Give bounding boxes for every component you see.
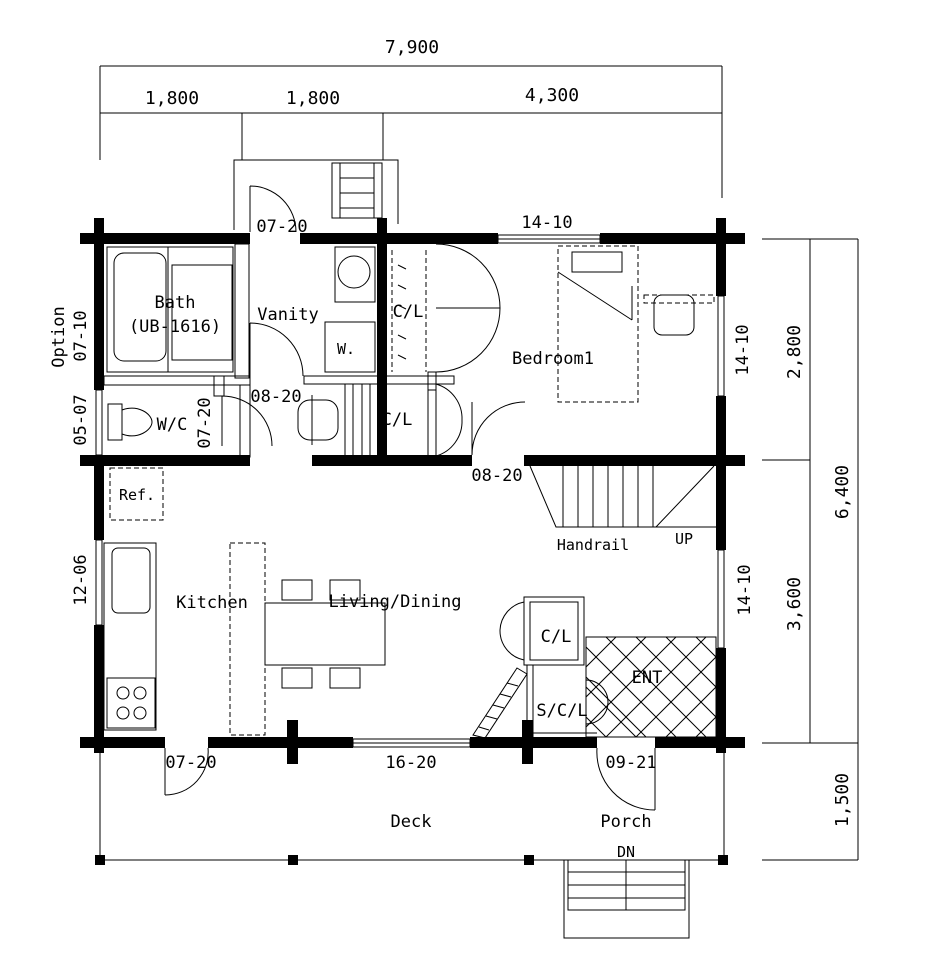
porch-label: Porch bbox=[600, 812, 651, 832]
entrance-door-code: 09-21 bbox=[605, 753, 656, 773]
segment-2-dimension: 1,800 bbox=[286, 88, 340, 109]
deck bbox=[95, 748, 728, 939]
fixtures bbox=[103, 245, 715, 736]
vanity-label: Vanity bbox=[257, 305, 318, 325]
stairs-down-label: DN bbox=[617, 843, 635, 861]
deck-depth-dimension: 1,500 bbox=[832, 773, 853, 827]
wc-label: W/C bbox=[157, 415, 188, 435]
dimension-lines bbox=[99, 65, 859, 861]
washer-label: W. bbox=[337, 340, 355, 358]
top-door-code: 07-20 bbox=[256, 217, 307, 237]
closet-bedroom-label: C/L bbox=[393, 302, 424, 322]
shoe-closet-label: S/C/L bbox=[536, 701, 587, 721]
partitions bbox=[103, 243, 597, 738]
living-dining-label: Living/Dining bbox=[328, 592, 461, 612]
deck-label: Deck bbox=[391, 812, 432, 832]
total-depth-dimension: 6,400 bbox=[832, 465, 853, 519]
vanity-door-code: 08-20 bbox=[250, 387, 301, 407]
wc-door-code: 07-20 bbox=[195, 397, 215, 448]
staircase bbox=[472, 465, 720, 739]
closet-hall-label: C/L bbox=[382, 410, 413, 430]
total-width-dimension: 7,900 bbox=[385, 37, 439, 58]
entrance-label: ENT bbox=[632, 668, 663, 688]
deck-door-code: 07-20 bbox=[165, 753, 216, 773]
kitchen-window-code: 12-06 bbox=[71, 554, 91, 605]
segment-1-dimension: 1,800 bbox=[145, 88, 199, 109]
segment-3-dimension: 4,300 bbox=[525, 85, 579, 106]
bath-unit-label: (UB-1616) bbox=[129, 317, 221, 337]
refrigerator-label: Ref. bbox=[119, 486, 155, 504]
upper-depth-dimension: 2,800 bbox=[784, 325, 805, 379]
windows bbox=[95, 234, 725, 748]
bedroom-top-window-code: 14-10 bbox=[521, 213, 572, 233]
entrance-lattice bbox=[585, 636, 717, 738]
wc-window-code: 05-07 bbox=[71, 394, 91, 445]
bath-label: Bath bbox=[155, 293, 196, 313]
handrail-label: Handrail bbox=[557, 536, 629, 554]
bedroom-door-code: 08-20 bbox=[471, 466, 522, 486]
bedroom-right-window-code: 14-10 bbox=[733, 324, 753, 375]
option-label: Option bbox=[49, 306, 69, 367]
bath-window-code: 07-10 bbox=[71, 310, 91, 361]
rear-landing bbox=[233, 159, 399, 230]
closet-entrance-label: C/L bbox=[541, 627, 572, 647]
stairs-up-label: UP bbox=[675, 530, 693, 548]
bedroom-label: Bedroom1 bbox=[512, 349, 594, 369]
sliding-door-code: 16-20 bbox=[385, 753, 436, 773]
living-right-window-code: 14-10 bbox=[735, 564, 755, 615]
lower-depth-dimension: 3,600 bbox=[784, 577, 805, 631]
kitchen-label: Kitchen bbox=[176, 593, 248, 613]
walls bbox=[80, 218, 745, 764]
doors bbox=[164, 185, 656, 811]
